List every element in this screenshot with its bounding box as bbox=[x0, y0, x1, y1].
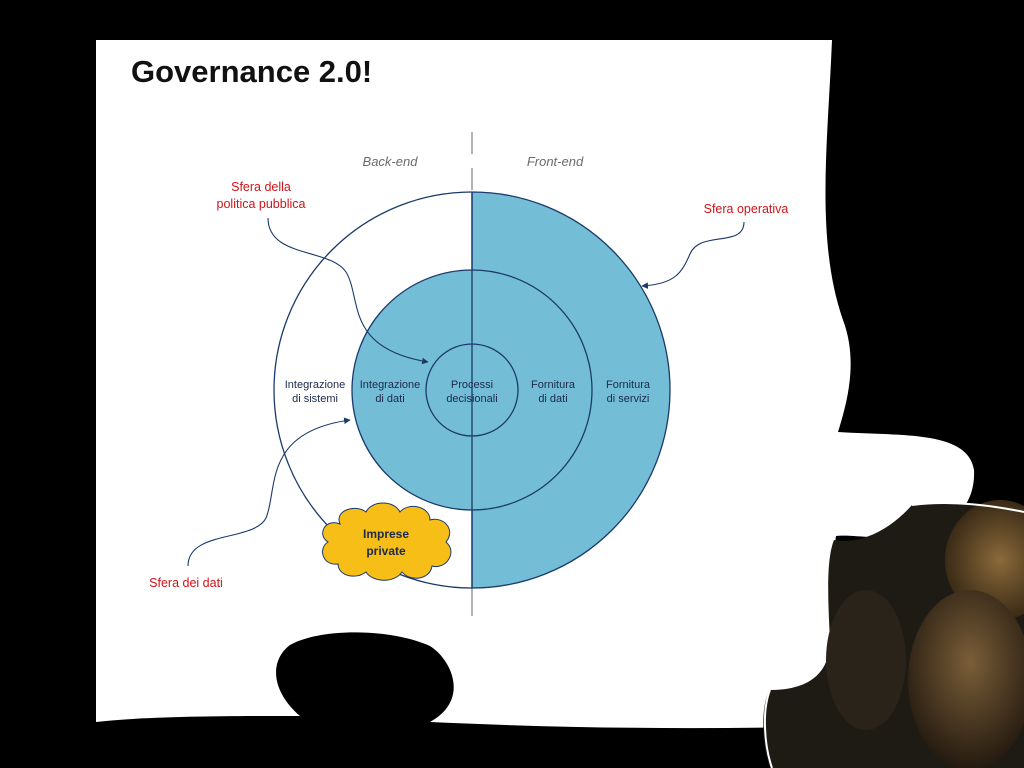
center-label-1: Processi bbox=[451, 379, 493, 391]
connector-dati bbox=[187, 417, 351, 567]
middle-left-label-1: Integrazione bbox=[360, 379, 421, 391]
outer-left-label-2: di sistemi bbox=[292, 393, 338, 405]
middle-right-label-2: di dati bbox=[538, 393, 567, 405]
photo-beanie bbox=[908, 590, 1024, 768]
photo-hair-right bbox=[945, 500, 1024, 620]
label-sfera-dati: Sfera dei dati bbox=[149, 576, 223, 590]
middle-left-label-2: di dati bbox=[375, 393, 404, 405]
label-sfera-politica-2: politica pubblica bbox=[217, 197, 306, 211]
cloud-label-2: private bbox=[366, 544, 406, 558]
middle-right-label-1: Fornitura bbox=[531, 379, 576, 391]
photo-head-left bbox=[826, 590, 906, 730]
slide-title: Governance 2.0! bbox=[131, 54, 373, 89]
connector-operativa bbox=[641, 221, 745, 289]
header-front-end: Front-end bbox=[527, 154, 584, 169]
header-back-end: Back-end bbox=[363, 154, 419, 169]
outer-right-label-1: Fornitura bbox=[606, 379, 651, 391]
outer-right-label-2: di servizi bbox=[607, 393, 650, 405]
cloud-label-1: Imprese bbox=[363, 527, 409, 541]
photo-white-edge-bottom bbox=[763, 689, 773, 768]
connector-politica bbox=[267, 217, 429, 365]
label-sfera-operativa: Sfera operativa bbox=[704, 202, 789, 216]
photo-white-edge bbox=[911, 501, 1024, 513]
governance-diagram: Back-end Front-end Integrazione di siste… bbox=[149, 132, 788, 616]
center-label-2: decisionali bbox=[446, 393, 497, 405]
outer-left-label-1: Integrazione bbox=[285, 379, 346, 391]
label-sfera-politica-1: Sfera della bbox=[231, 180, 291, 194]
cloud-imprese-private bbox=[322, 502, 452, 581]
